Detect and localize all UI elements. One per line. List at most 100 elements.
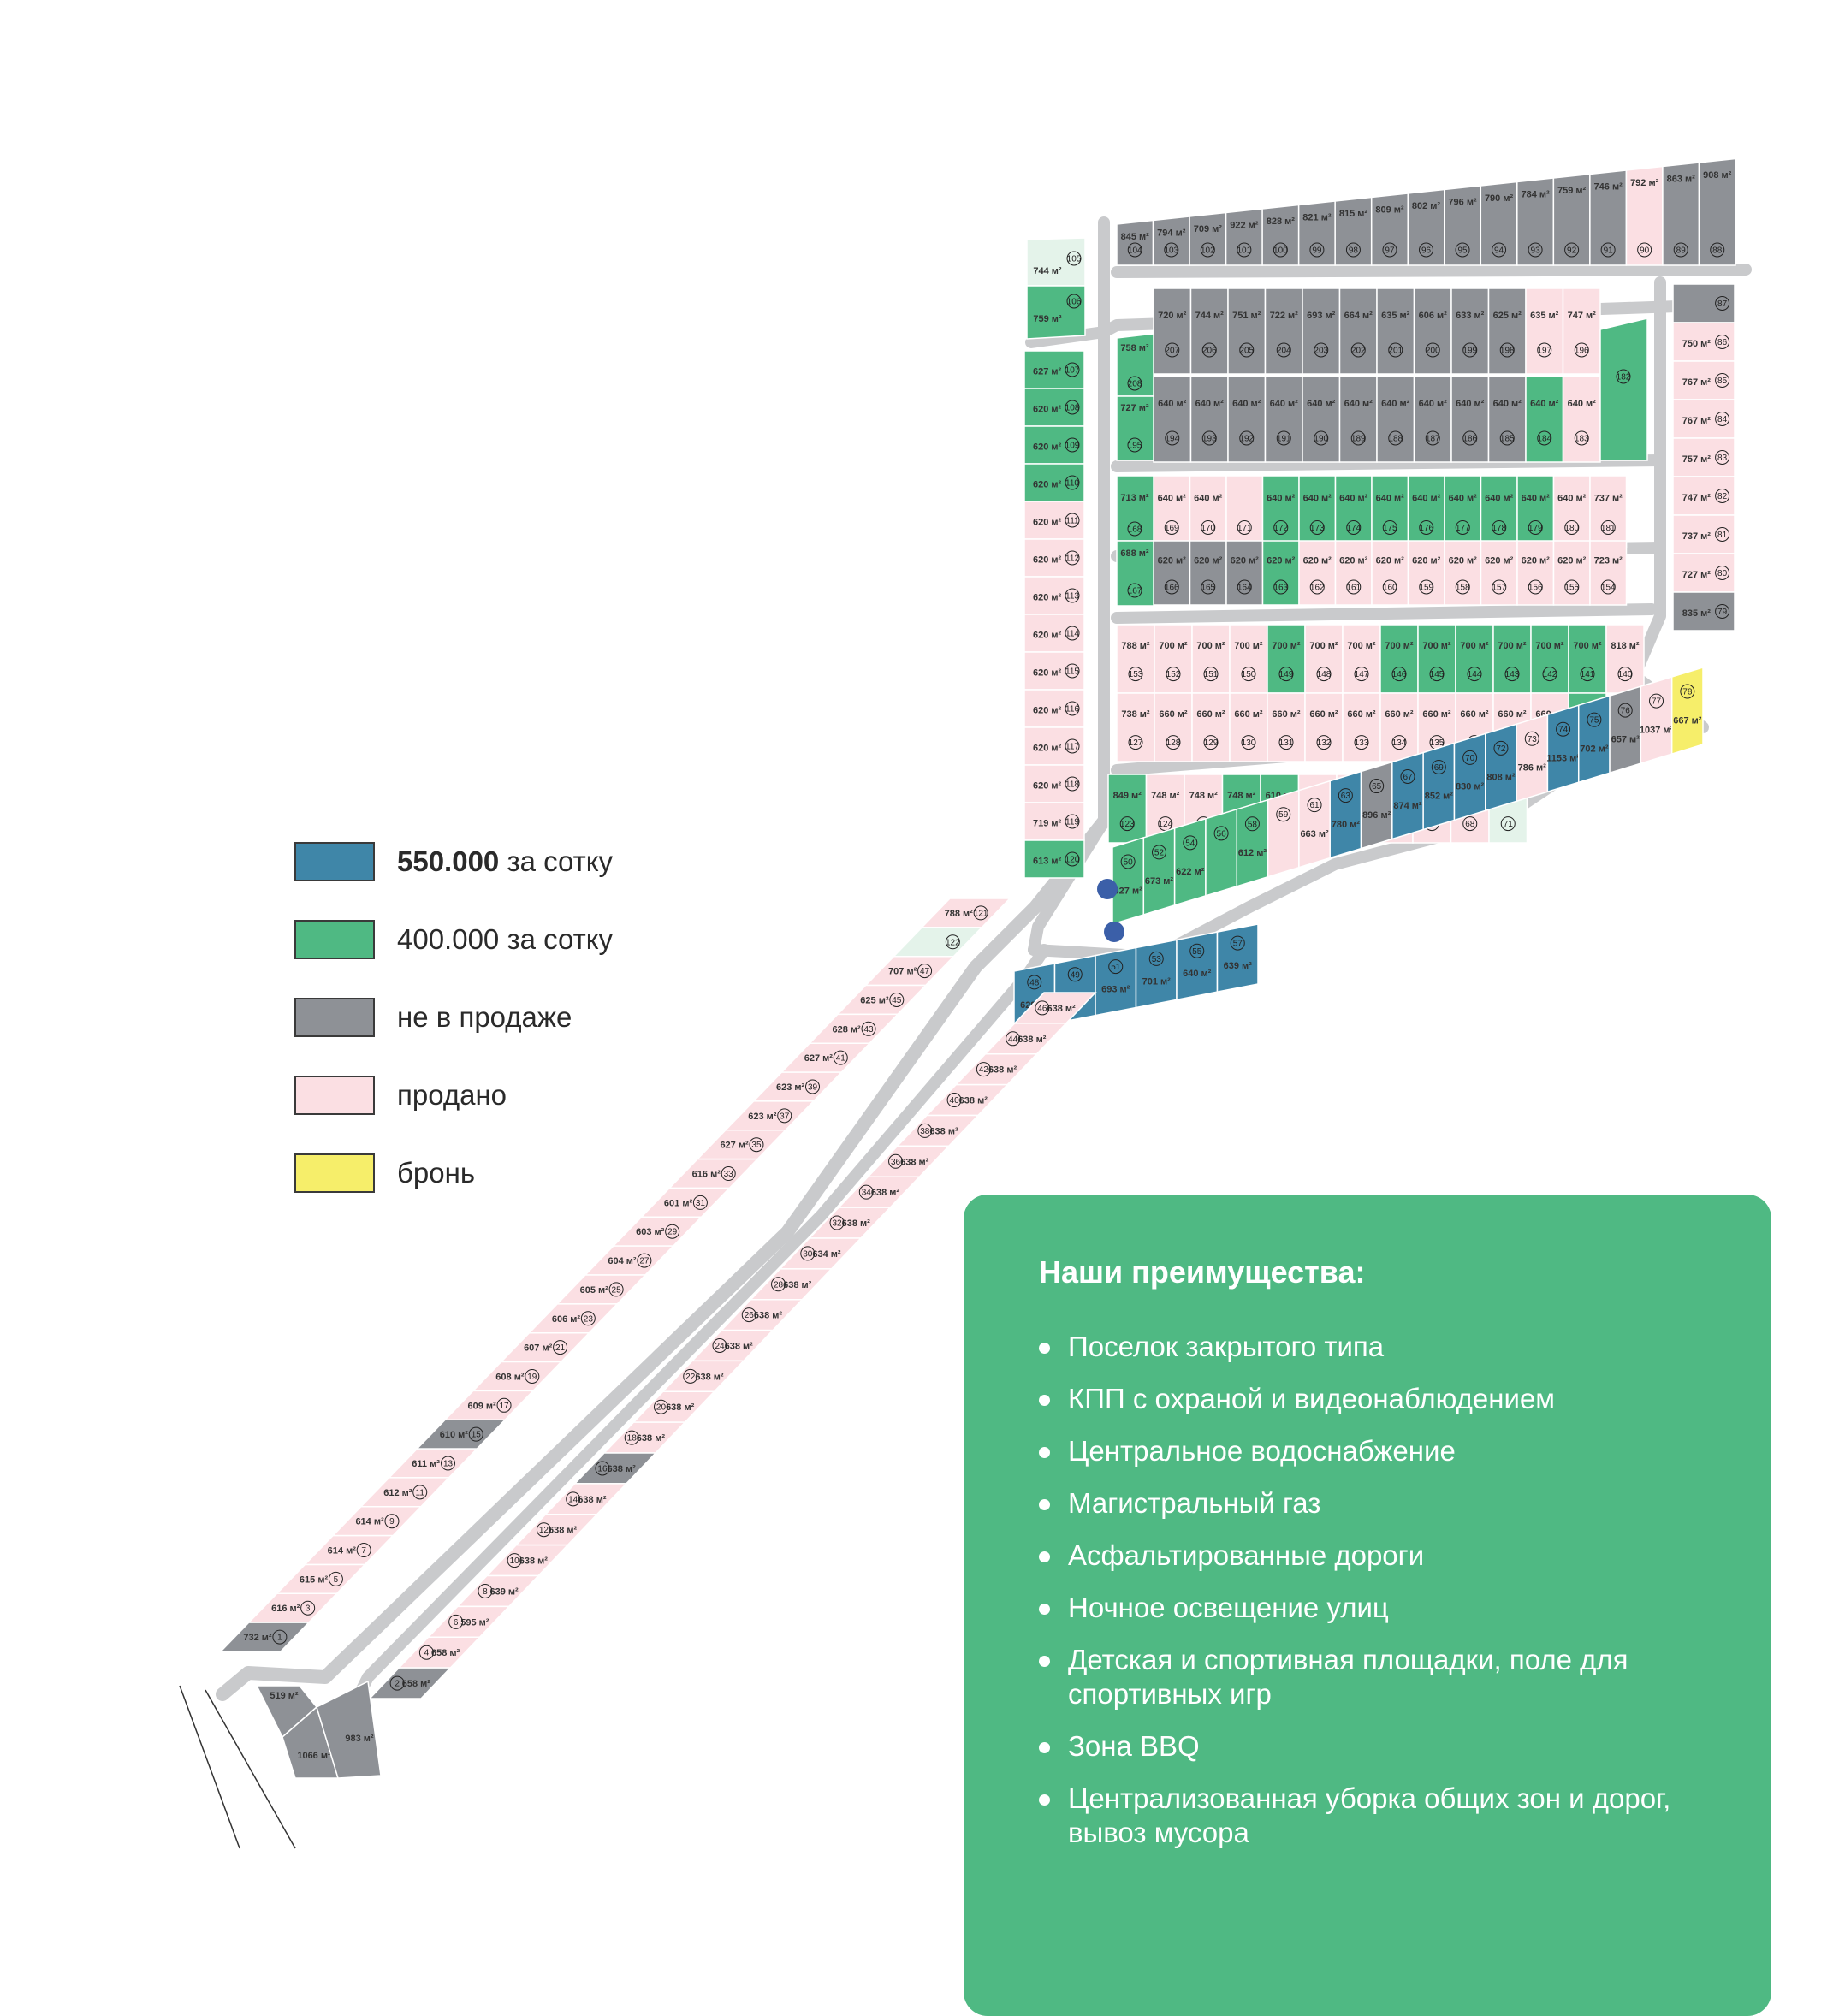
plot[interactable]: 59 xyxy=(1267,789,1300,878)
plot[interactable]: 87 xyxy=(1672,283,1735,323)
plot[interactable]: 658 м²2 xyxy=(368,1667,453,1699)
plot[interactable]: 171 xyxy=(1225,475,1264,548)
plot[interactable]: 983 м² xyxy=(316,1680,382,1779)
plot[interactable]: 182 xyxy=(1599,317,1648,461)
